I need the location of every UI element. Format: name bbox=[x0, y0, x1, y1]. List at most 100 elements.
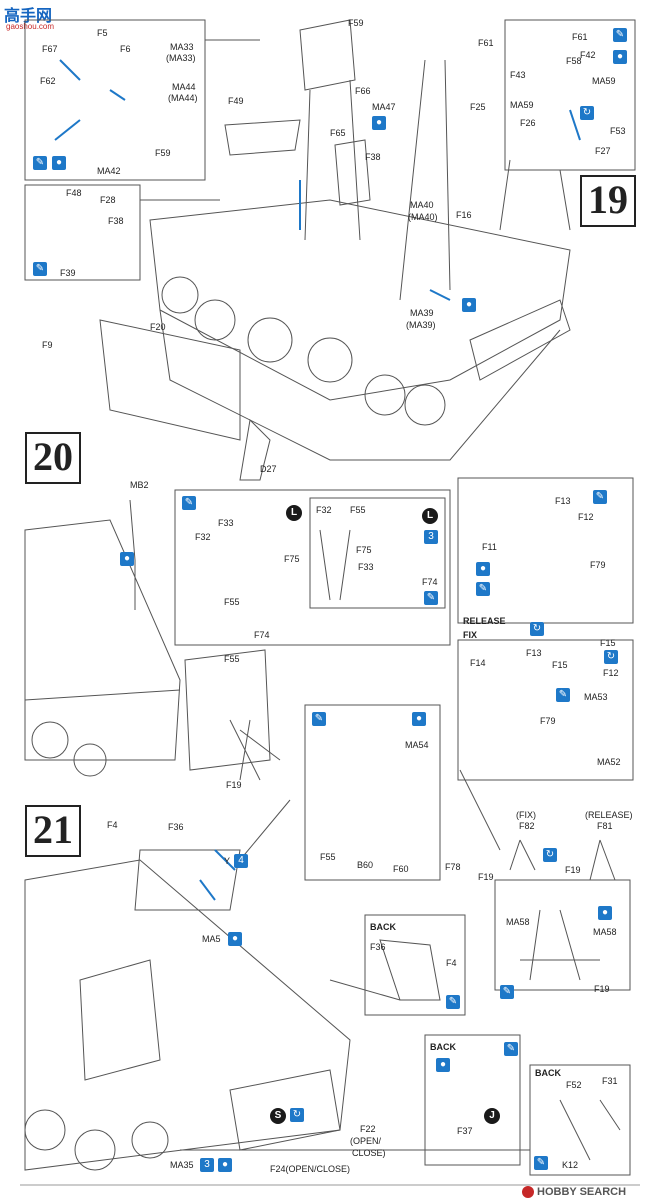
paint-drop-icon: ● bbox=[412, 712, 426, 726]
part-label: MA35 bbox=[170, 1160, 194, 1170]
glue-icon: ✎ bbox=[500, 985, 514, 999]
watermark-url: gaoshou.com bbox=[6, 22, 55, 31]
part-label: F75 bbox=[356, 545, 372, 555]
glue-icon: ✎ bbox=[534, 1156, 548, 1170]
part-label: F61 bbox=[478, 38, 494, 48]
back-title: BACK bbox=[430, 1042, 456, 1052]
part-label: F65 bbox=[330, 128, 346, 138]
part-label: F75 bbox=[284, 554, 300, 564]
glue-icon: ✎ bbox=[504, 1042, 518, 1056]
part-label: F31 bbox=[602, 1076, 618, 1086]
part-label: F55 bbox=[224, 597, 240, 607]
part-label: F14 bbox=[470, 658, 486, 668]
part-label: F53 bbox=[610, 126, 626, 136]
part-label: F38 bbox=[365, 152, 381, 162]
rotate-icon: ↻ bbox=[530, 622, 544, 636]
step-number-20: 20 bbox=[25, 432, 81, 484]
glue-icon: ✎ bbox=[312, 712, 326, 726]
stickers-icon: 3 bbox=[424, 530, 438, 544]
part-label: F32 bbox=[316, 505, 332, 515]
part-label: F13 bbox=[526, 648, 542, 658]
part-label: K12 bbox=[562, 1160, 579, 1170]
part-label: D27 bbox=[260, 464, 277, 474]
part-label: F55 bbox=[350, 505, 366, 515]
part-label: MA47 bbox=[372, 102, 396, 112]
part-label: (OPEN/ bbox=[350, 1136, 382, 1146]
part-label: F42 bbox=[580, 50, 596, 60]
part-label: MA59 bbox=[510, 100, 534, 110]
part-label: F38 bbox=[108, 216, 124, 226]
glue-icon: ✎ bbox=[424, 591, 438, 605]
part-label: F16 bbox=[456, 210, 472, 220]
part-label: F78 bbox=[445, 862, 461, 872]
part-label: F13 bbox=[555, 496, 571, 506]
glue-icon: ✎ bbox=[593, 490, 607, 504]
count-icon: 4 bbox=[234, 854, 248, 868]
rotate-icon: ↻ bbox=[290, 1108, 304, 1122]
paint-drop-icon: ● bbox=[613, 50, 627, 64]
paint-drop-icon: ● bbox=[436, 1058, 450, 1072]
part-label: F52 bbox=[566, 1080, 582, 1090]
part-label: F36 bbox=[168, 822, 184, 832]
part-label: MA58 bbox=[593, 927, 617, 937]
hobby-search-icon bbox=[522, 1186, 534, 1198]
part-label: F55 bbox=[224, 654, 240, 664]
glue-icon: ✎ bbox=[33, 156, 47, 170]
paint-drop-icon: ● bbox=[52, 156, 66, 170]
part-label: MA33 bbox=[170, 42, 194, 52]
part-label: (FIX) bbox=[516, 810, 536, 820]
part-label: (RELEASE) bbox=[585, 810, 633, 820]
part-label: F37 bbox=[457, 1126, 473, 1136]
part-label: MB2 bbox=[130, 480, 149, 490]
part-label: F74 bbox=[422, 577, 438, 587]
glue-icon: ✎ bbox=[182, 496, 196, 510]
part-label: MA59 bbox=[592, 76, 616, 86]
part-label: F79 bbox=[540, 716, 556, 726]
part-label: (MA44) bbox=[168, 93, 198, 103]
callout-l: L bbox=[286, 505, 302, 521]
part-label: F15 bbox=[600, 638, 616, 648]
part-label: F4 bbox=[107, 820, 118, 830]
part-label: F67 bbox=[42, 44, 58, 54]
rotate-icon: ↻ bbox=[543, 848, 557, 862]
glue-icon: ✎ bbox=[476, 582, 490, 596]
glue-icon: ✎ bbox=[613, 28, 627, 42]
paint-drop-icon: ● bbox=[120, 552, 134, 566]
watermark-logo: 高手网 bbox=[4, 8, 53, 25]
part-label: MA58 bbox=[506, 917, 530, 927]
part-label: F33 bbox=[218, 518, 234, 528]
callout-s: S bbox=[270, 1108, 286, 1124]
release-label: RELEASE bbox=[463, 616, 506, 626]
callout-j: J bbox=[484, 1108, 500, 1124]
part-label: MA40 bbox=[410, 200, 434, 210]
part-label: F39 bbox=[60, 268, 76, 278]
part-label: (MA33) bbox=[166, 53, 196, 63]
back-title: BACK bbox=[370, 922, 396, 932]
step-number-19: 19 bbox=[580, 175, 636, 227]
glue-icon: ✎ bbox=[446, 995, 460, 1009]
count-icon: 3 bbox=[200, 1158, 214, 1172]
part-label: F58 bbox=[566, 56, 582, 66]
paint-drop-icon: ● bbox=[218, 1158, 232, 1172]
part-label: F74 bbox=[254, 630, 270, 640]
part-label: F49 bbox=[228, 96, 244, 106]
part-label: F22 bbox=[360, 1124, 376, 1134]
part-label: F32 bbox=[195, 532, 211, 542]
part-label: F81 bbox=[597, 821, 613, 831]
part-label: F60 bbox=[393, 864, 409, 874]
part-label: F20 bbox=[150, 322, 166, 332]
part-label: (MA39) bbox=[406, 320, 436, 330]
part-label: F66 bbox=[355, 86, 371, 96]
part-label: F43 bbox=[510, 70, 526, 80]
part-label: F9 bbox=[42, 340, 53, 350]
part-label: F12 bbox=[578, 512, 594, 522]
part-label: F4 bbox=[446, 958, 457, 968]
paint-drop-icon: ● bbox=[476, 562, 490, 576]
part-label: MA39 bbox=[410, 308, 434, 318]
part-label: F19 bbox=[478, 872, 494, 882]
part-label: F62 bbox=[40, 76, 56, 86]
paint-drop-icon: ● bbox=[228, 932, 242, 946]
part-label: F36 bbox=[370, 942, 386, 952]
callout-l: L bbox=[422, 508, 438, 524]
